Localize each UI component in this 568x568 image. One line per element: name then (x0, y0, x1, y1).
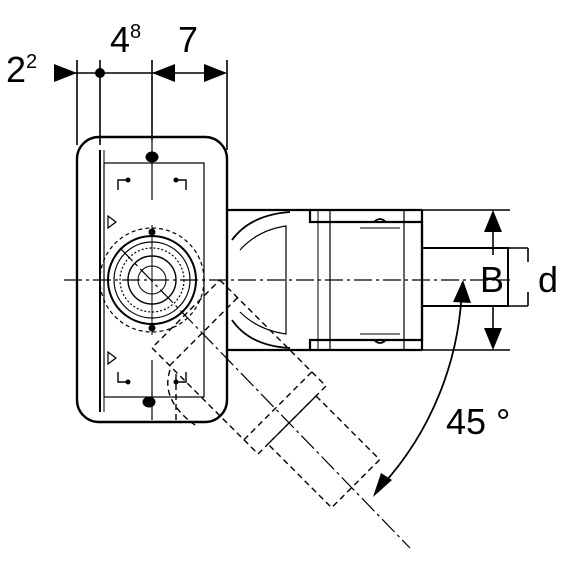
axis-lines (64, 247, 510, 549)
label-d: d (538, 259, 558, 300)
label-angle: 45 ° (446, 401, 510, 442)
dim-right-width: 7 (178, 19, 198, 60)
dim-middle-width: 48 (110, 19, 141, 60)
arrow-b-top (484, 210, 502, 232)
arrow-right-width-right (204, 64, 227, 82)
horizontal-pipe (227, 208, 509, 352)
angle-dimension: 45 ° (373, 280, 510, 497)
height-dimension (422, 209, 529, 351)
rotated-pipe-dashed (151, 279, 381, 509)
label-b: B (480, 259, 504, 300)
pipe-spigot (421, 247, 509, 307)
angle-arrow-bottom (373, 473, 392, 497)
dim-left-offset: 22 (6, 49, 37, 90)
center-dot (95, 68, 105, 78)
arrow-right-width-left (152, 64, 175, 82)
mount-hole-bottom (142, 396, 156, 408)
angle-arrow-top (453, 280, 471, 303)
arrow-left-offset (54, 64, 77, 82)
arrow-b-bottom (484, 328, 502, 350)
mount-hole-top (145, 151, 159, 163)
angle-arc (377, 282, 463, 491)
diagonal-axis (119, 247, 411, 549)
